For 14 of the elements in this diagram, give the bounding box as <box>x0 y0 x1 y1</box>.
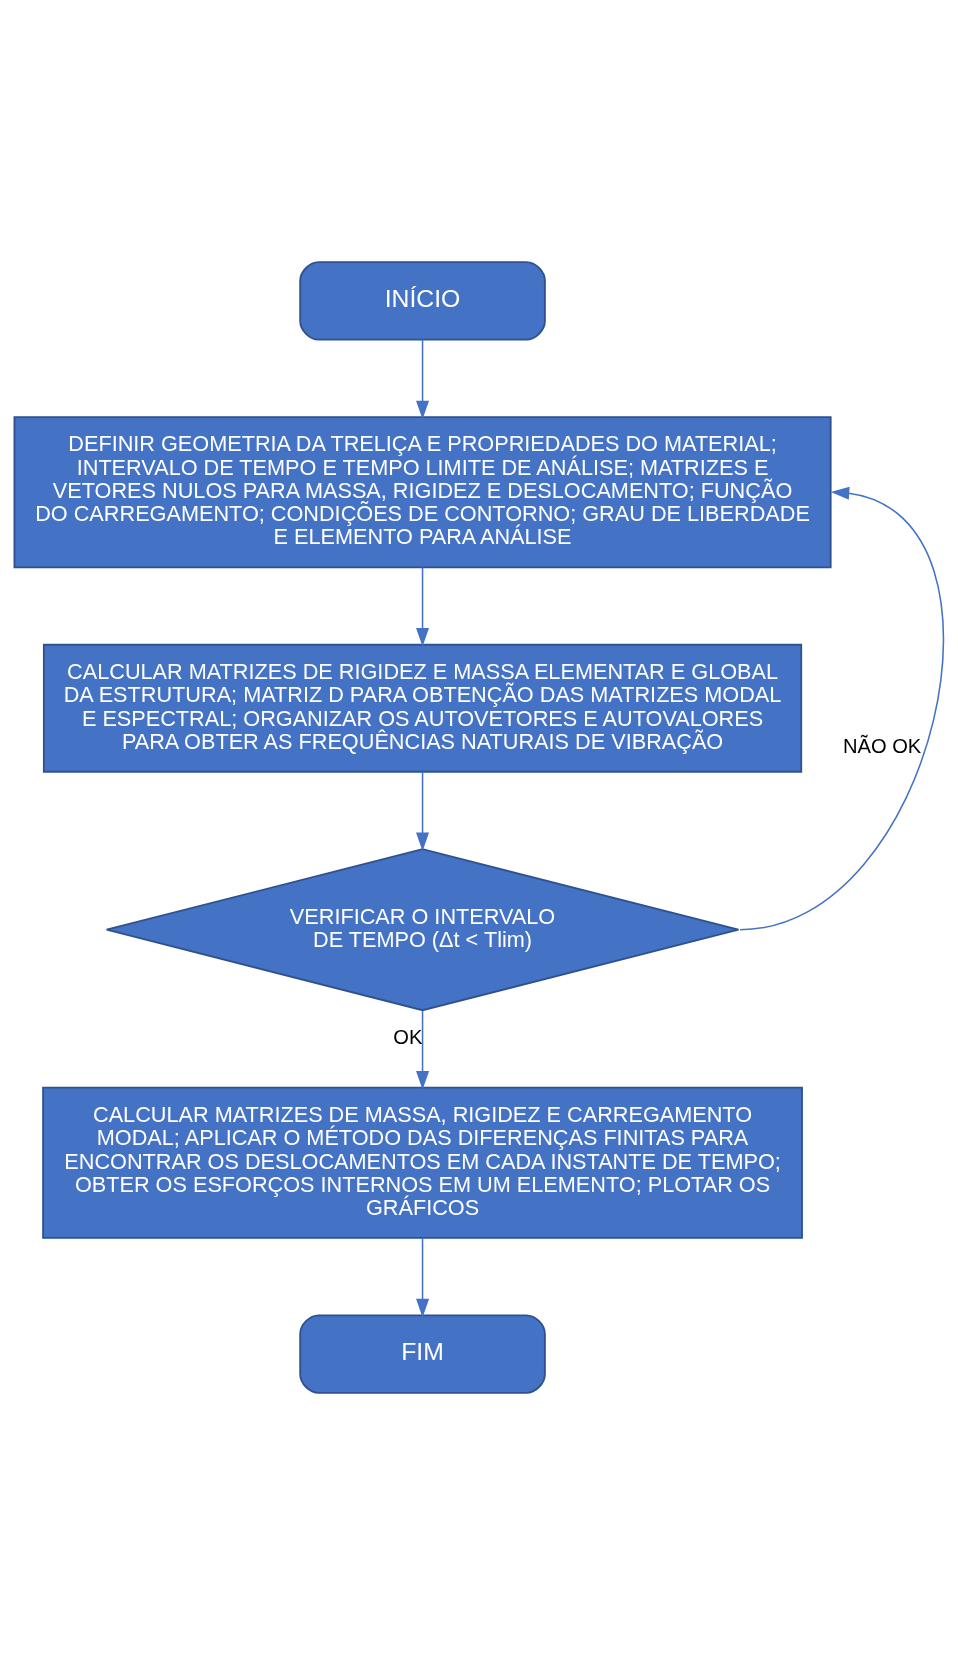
edge-label: OK <box>393 1025 423 1048</box>
node-diamond: VERIFICAR O INTERVALO DE TEMPO (Δt < Tlim) <box>105 848 740 1012</box>
node-box: CALCULAR MATRIZES DE RIGIDEZ E MASSA ELEMENTAR E GLOBAL DA ESTRUTURA; MATRIZ D PARA OBTENÇÃO DAS MATRIZES MODAL E ESPECTRAL; ORGANIZAR OS AUTOVETORES E AUTOVALORES PARA OBTER AS FREQUÊNCIAS NATURAIS DE VIBRAÇÃO <box>42 643 803 773</box>
arrow <box>416 338 430 420</box>
node-box: FIM <box>299 1314 546 1394</box>
arrow <box>416 566 430 647</box>
edge-label: NÃO OK <box>843 734 922 757</box>
node-box: INÍCIO <box>299 261 546 341</box>
arrow <box>416 1009 430 1090</box>
arrow <box>416 1237 430 1318</box>
node-box: CALCULAR MATRIZES DE MASSA, RIGIDEZ E CARREGAMENTO MODAL; APLICAR O MÉTODO DAS DIFERENÇAS FINITAS PARA ENCONTRAR OS DESLOCAMENTOS EM CADA INSTANTE DE TEMPO; OBTER OS ESFORÇOS INTERNOS EM UM ELEMENTO; PLOTAR OS GRÁFICOS <box>42 1086 803 1239</box>
arrow <box>739 486 944 931</box>
arrow <box>416 771 430 852</box>
node-box: DEFINIR GEOMETRIA DA TRELIÇA E PROPRIEDADES DO MATERIAL; INTERVALO DE TEMPO E TEMPO LIMITE DE ANÁLISE; MATRIZES E VETORES NULOS PARA MASSA, RIGIDEZ E DESLOCAMENTO; FUNÇÃO DO CARREGAMENTO; CONDIÇÕES DE CONTORNO; GRAU DE LIBERDADE E ELEMENTO PARA ANÁLISE <box>13 416 832 569</box>
